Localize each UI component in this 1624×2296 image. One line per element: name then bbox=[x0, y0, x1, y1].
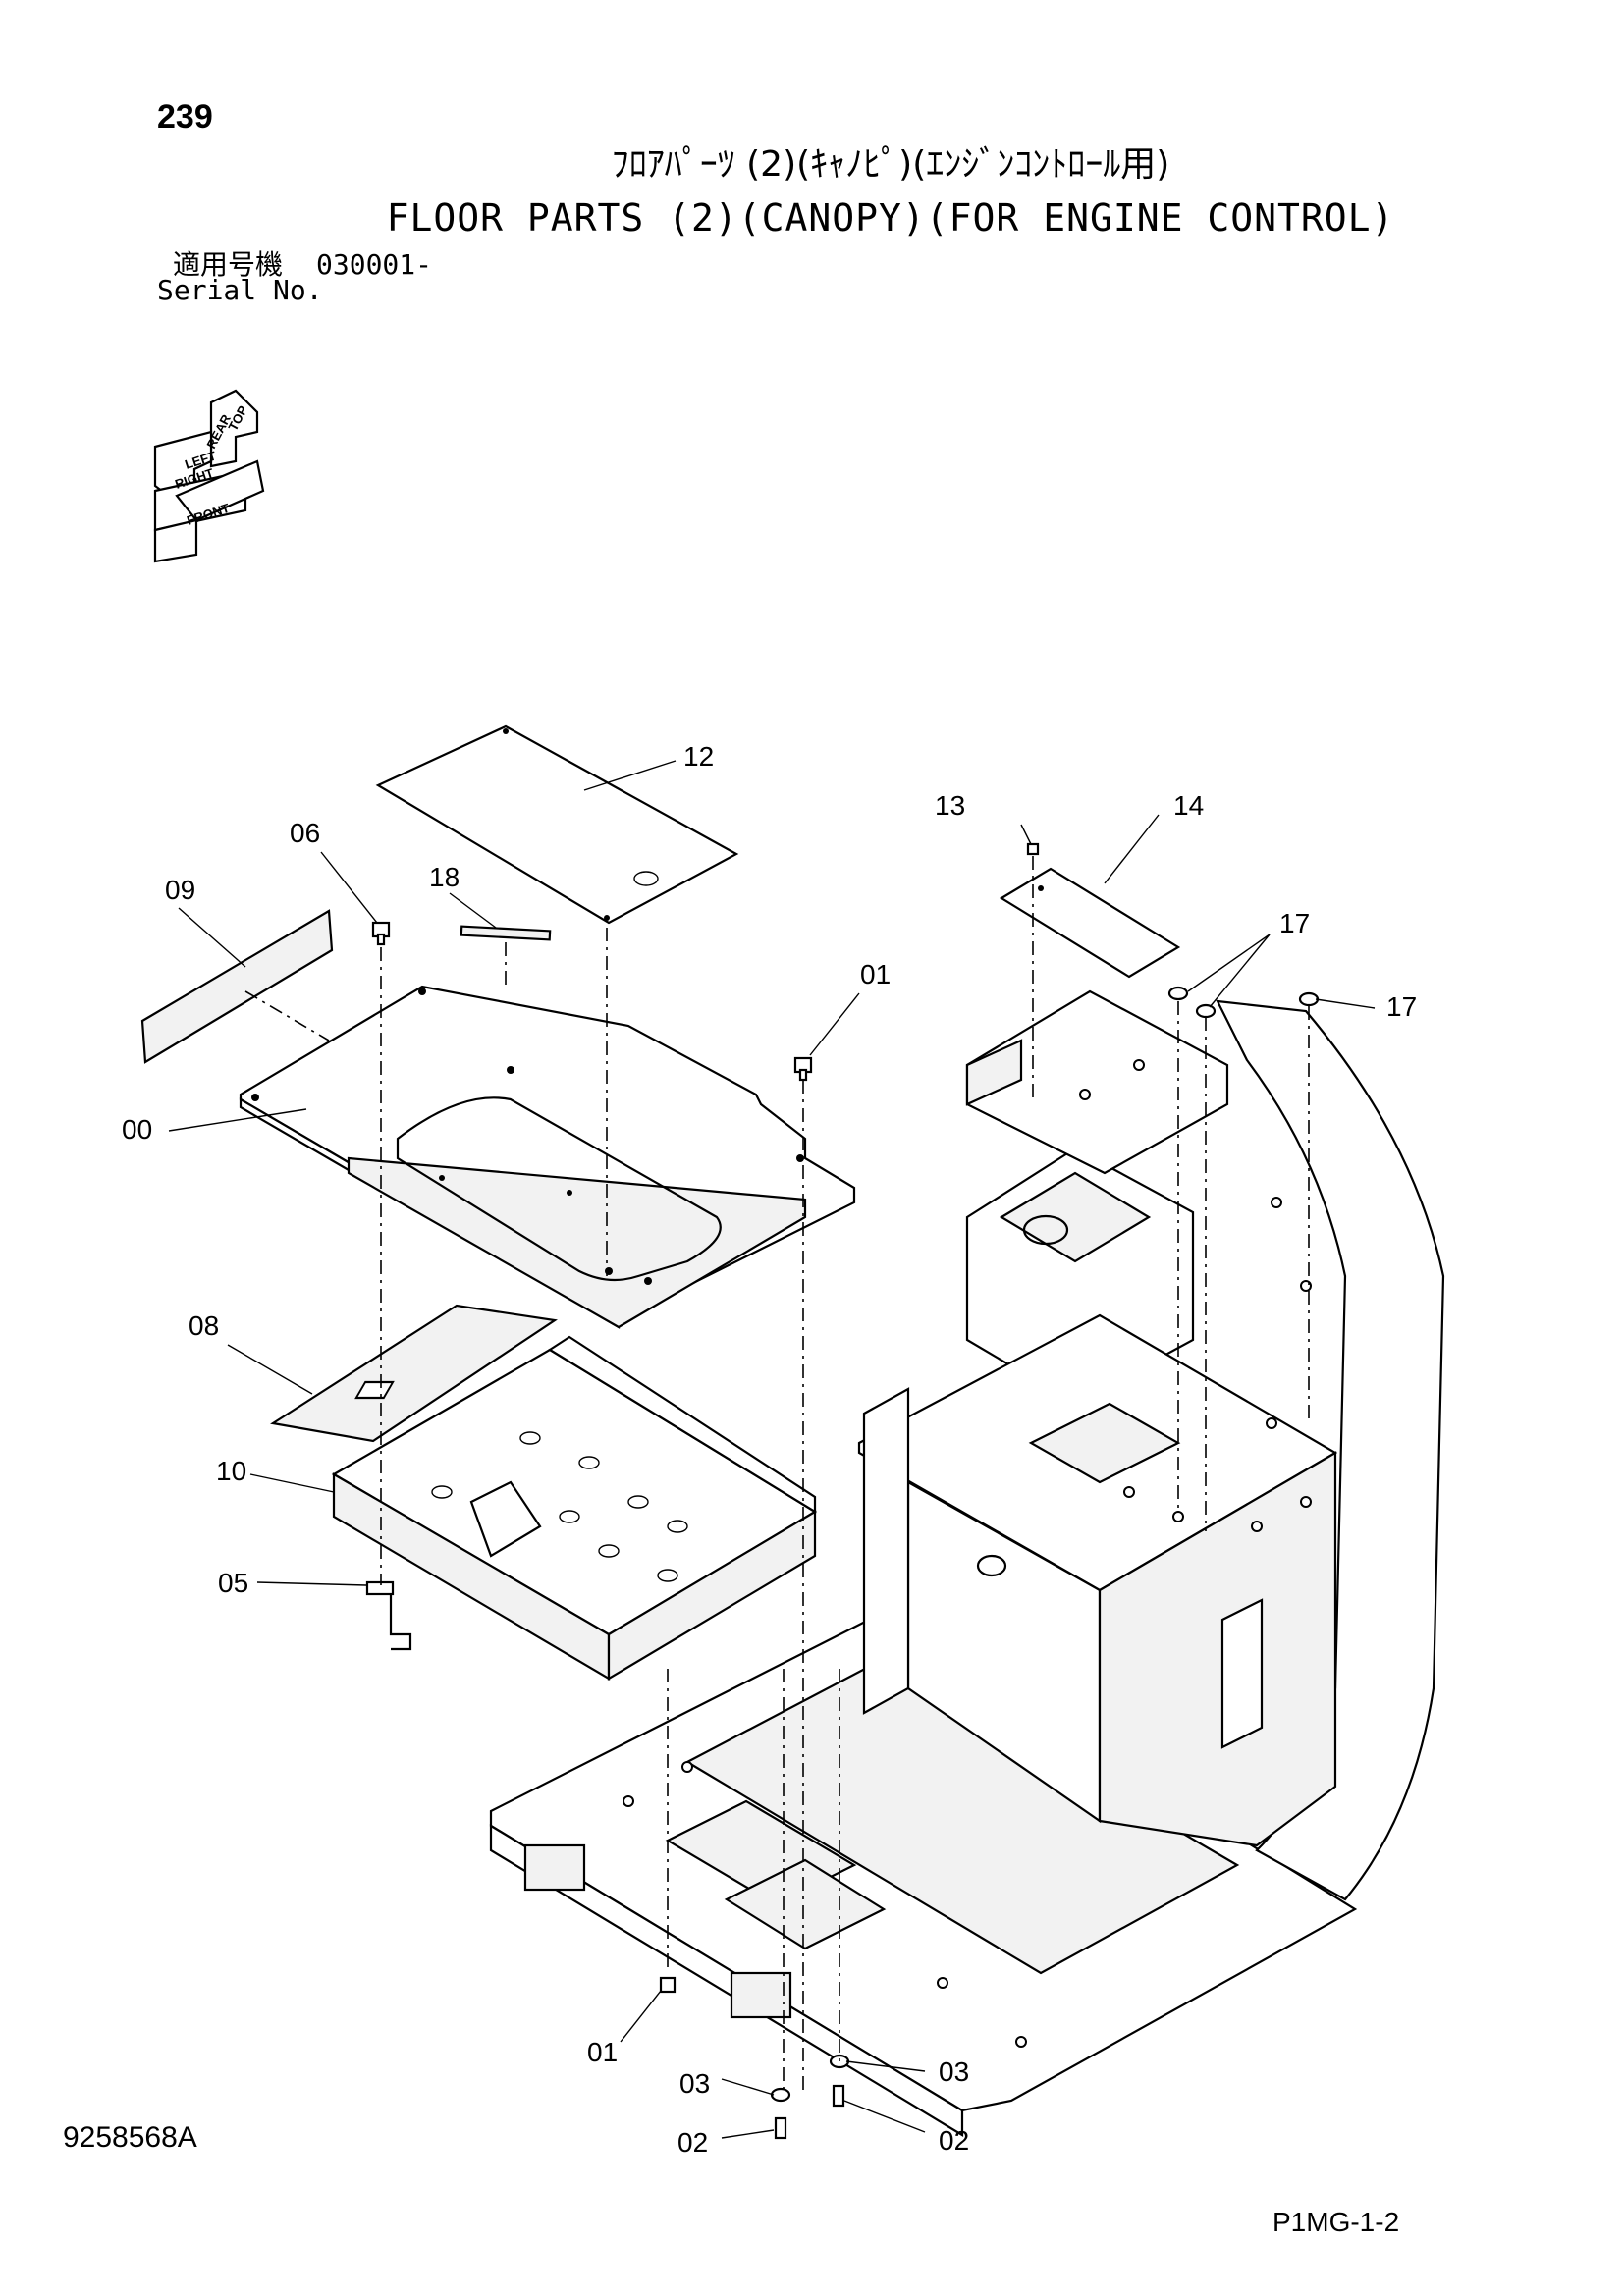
serial-value: 030001- bbox=[316, 248, 433, 281]
part-09-rubber-strip bbox=[140, 909, 334, 1064]
lower-hardware bbox=[659, 1976, 850, 2140]
page-code: P1MG-1-2 bbox=[1272, 2207, 1400, 2237]
callout-13: 13 bbox=[935, 790, 965, 821]
part-08-small-mat bbox=[270, 1304, 558, 1443]
callout-00: 00 bbox=[122, 1114, 152, 1145]
callout-08: 08 bbox=[189, 1310, 219, 1341]
drawing-number: 9258568A bbox=[63, 2121, 197, 2154]
callout-14: 14 bbox=[1173, 790, 1204, 821]
callout-01-lower: 01 bbox=[587, 2037, 618, 2067]
callout-01-upper: 01 bbox=[860, 959, 891, 989]
part-02-bolt-left bbox=[774, 2116, 787, 2140]
part-03-washer-left bbox=[770, 2087, 791, 2103]
part-10-tray bbox=[331, 1335, 818, 1681]
callout-10: 10 bbox=[216, 1456, 246, 1486]
callout-02-left: 02 bbox=[677, 2127, 708, 2158]
part-13-screw bbox=[1026, 842, 1040, 856]
callout-12: 12 bbox=[683, 741, 714, 772]
page-number: 239 bbox=[157, 98, 213, 135]
part-01-nut-lower bbox=[659, 1976, 677, 1994]
callout-06: 06 bbox=[290, 818, 320, 848]
orientation-indicator: TOP REAR LEFT RIGHT FRONT bbox=[153, 389, 265, 563]
callout-17-center: 17 bbox=[1279, 908, 1310, 938]
callout-17-right: 17 bbox=[1386, 991, 1417, 1022]
callout-02-right: 02 bbox=[939, 2125, 969, 2156]
callout-03-left: 03 bbox=[679, 2068, 710, 2099]
assembly-lines bbox=[244, 856, 1310, 2091]
serial-label-japanese: 適用号機 bbox=[173, 248, 284, 281]
part-05-bracket bbox=[365, 1580, 412, 1651]
title-japanese: ﾌﾛｱﾊﾟｰﾂ (2)(ｷｬﾉﾋﾟ)(ｴﾝｼﾞﾝｺﾝﾄﾛｰﾙ用) bbox=[611, 144, 1170, 185]
title-english: FLOOR PARTS (2)(CANOPY)(FOR ENGINE CONTR… bbox=[386, 196, 1395, 240]
part-00-floor-plate bbox=[239, 985, 856, 1329]
callout-03-right: 03 bbox=[939, 2056, 969, 2087]
serial-label-english: Serial No. bbox=[157, 274, 323, 306]
leader-lines bbox=[168, 760, 1376, 2139]
callout-09: 09 bbox=[165, 875, 195, 905]
part-18-strip bbox=[460, 925, 552, 941]
callout-05: 05 bbox=[218, 1568, 248, 1598]
part-06-bolt bbox=[371, 921, 391, 946]
part-01-bolt-upper bbox=[793, 1056, 813, 1082]
part-02-bolt-right bbox=[832, 2084, 845, 2108]
part-14-cover-plate bbox=[999, 867, 1181, 979]
part-12-floor-mat bbox=[375, 724, 739, 925]
callout-18: 18 bbox=[429, 862, 460, 892]
